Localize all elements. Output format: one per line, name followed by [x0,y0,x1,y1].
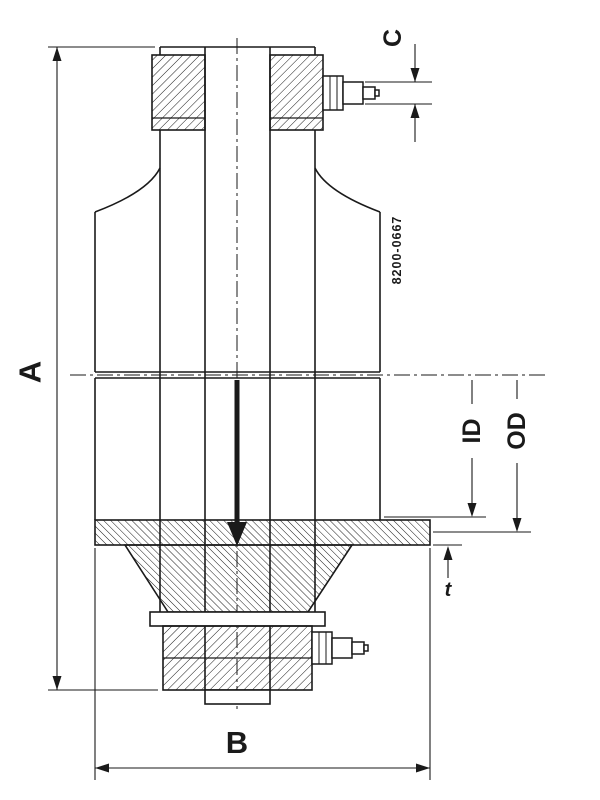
bottom-jack-screw [311,631,369,665]
bottom-stub [204,689,271,705]
id-label-backing [459,404,485,458]
lower-flange-section [94,377,431,627]
dim-c-label: C [379,29,407,47]
jack-screw-head [322,75,344,111]
upper-flange-outline [94,46,381,612]
dimension-c [365,44,432,142]
dimension-a [48,46,158,691]
top-right-nut [269,54,324,131]
flange-face-plate [94,519,431,546]
top-jack-screw [322,75,380,111]
bottom-washer [149,611,326,627]
dim-id-label: ID [458,419,486,444]
dimension-b [94,548,431,780]
dimension-t [433,544,462,578]
lower-hub [123,544,354,613]
dim-a-label: A [13,361,48,383]
dim-t-label: t [445,579,453,601]
dim-od-label: OD [503,412,531,450]
od-label-backing [504,399,530,463]
top-left-nut [151,54,206,131]
bottom-nuts [162,625,313,705]
dim-b-label: B [226,725,248,760]
part-number-label: 8200-0667 [390,216,404,285]
top-nuts [151,54,324,131]
flow-direction-arrow-icon [227,380,247,546]
